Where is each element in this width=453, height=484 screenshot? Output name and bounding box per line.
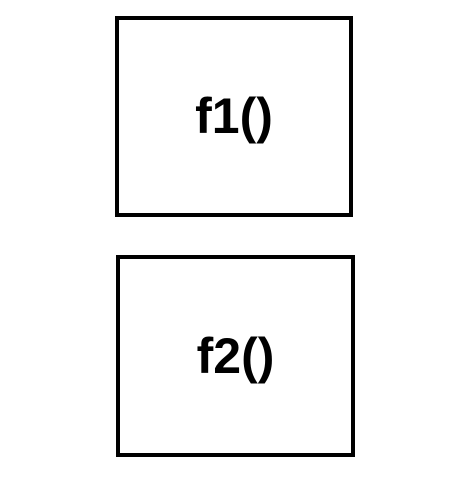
function-label-f1: f1() xyxy=(195,87,273,144)
function-box-f1: f1() xyxy=(115,16,353,217)
function-box-f2: f2() xyxy=(116,255,355,457)
function-label-f2: f2() xyxy=(196,328,275,384)
